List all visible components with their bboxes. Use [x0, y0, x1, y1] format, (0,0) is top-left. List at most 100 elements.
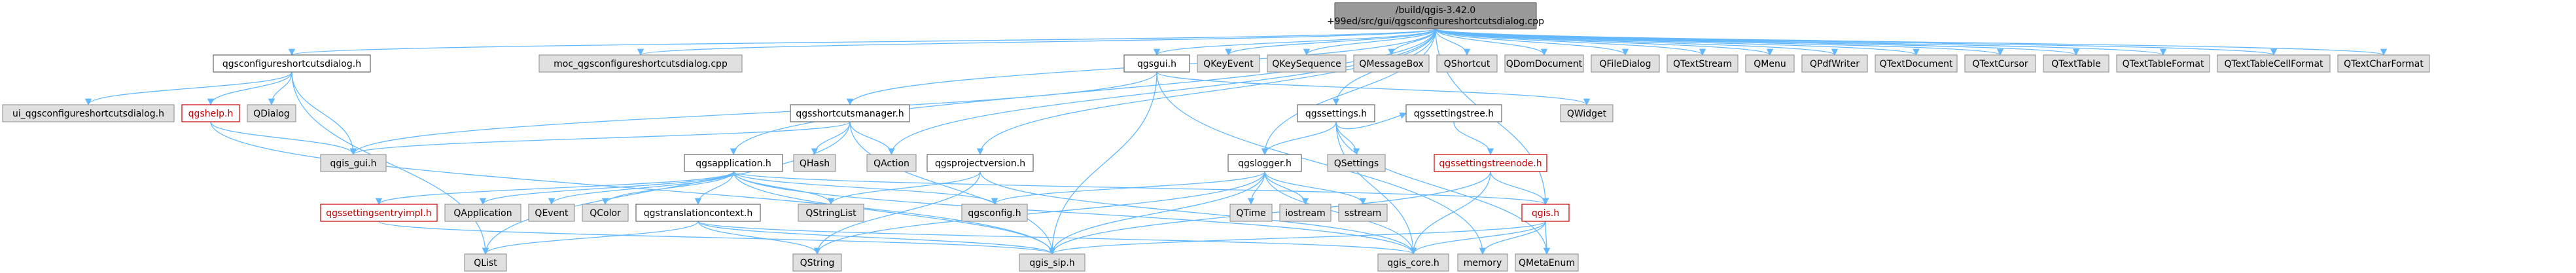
node-qgsshortcutsmanager-h[interactable]: qgsshortcutsmanager.h [790, 104, 910, 122]
node-qgssettingstree-h[interactable]: qgssettingstree.h [1405, 104, 1502, 122]
edge-root-to-qpdfwriter [1435, 28, 1838, 56]
edge-qgslogger-h-to-qgis-sip-h [1048, 171, 1265, 255]
node-label: memory [1464, 258, 1502, 268]
node-qgsgui-h[interactable]: qgsgui.h [1123, 54, 1190, 73]
node-qpdfwriter[interactable]: QPdfWriter [1801, 54, 1868, 73]
node-label: QMessageBox [1359, 59, 1423, 69]
node-label: QAction [873, 158, 909, 169]
node-qgslogger-h[interactable]: qgslogger.h [1227, 154, 1302, 172]
node-qstringlist[interactable]: QStringList [798, 204, 864, 222]
edge-qgshelp-h-to-qgis-sip-h [210, 121, 1056, 255]
node-qmenu[interactable]: QMenu [1745, 54, 1795, 73]
node-qshortcut[interactable]: QShortcut [1436, 54, 1498, 73]
node-qstring[interactable]: QString [792, 253, 842, 272]
edge-root-to-qfiledialog [1435, 28, 1629, 56]
edge-qgssettings-h-to-qgssettingstree-h [1335, 112, 1407, 130]
node-qlist[interactable]: QList [464, 253, 507, 272]
node-qgsapplication-h[interactable]: qgsapplication.h [684, 154, 783, 172]
edge-qgsapplication-h-to-qgstranslationcontext-h [694, 171, 734, 206]
node-qfiledialog[interactable]: QFileDialog [1591, 54, 1660, 73]
node-label: qgssettingsentryimpl.h [326, 208, 432, 219]
edge-qgslogger-h-to-sstream [1264, 171, 1367, 206]
node-qsettings[interactable]: QSettings [1327, 154, 1386, 172]
node-qgis-sip-h[interactable]: qgis_sip.h [1019, 253, 1085, 272]
node-qgshelp-h[interactable]: qgshelp.h [181, 104, 240, 122]
node-ui-qgsconfigureshortcutsdialog-h[interactable]: ui_qgsconfigureshortcutsdialog.h [2, 104, 175, 122]
edge-root-to-qkeyevent [1225, 28, 1436, 56]
edge-qgssettingstree-h-to-qgssettingstreenode-h [1453, 121, 1494, 156]
node-qapplication[interactable]: QApplication [444, 204, 521, 222]
node-qtextstream[interactable]: QTextStream [1667, 54, 1738, 73]
node-qgssettings-h[interactable]: qgssettings.h [1297, 104, 1375, 122]
node-iostream[interactable]: iostream [1279, 204, 1332, 222]
node-qgsprojectversion-h[interactable]: qgsprojectversion.h [926, 154, 1034, 172]
node-memory[interactable]: memory [1457, 253, 1508, 272]
edge-qgsapplication-h-to-qevent [548, 171, 734, 206]
node-qgis-core-h[interactable]: qgis_core.h [1377, 253, 1449, 272]
node-label: QList [474, 258, 497, 268]
node-sstream[interactable]: sstream [1338, 204, 1388, 222]
node-qgis-gui-h[interactable]: qgis_gui.h [320, 154, 387, 172]
node-qgssettingsentryimpl-h[interactable]: qgssettingsentryimpl.h [320, 204, 438, 222]
node-label: qgstranslationcontext.h [644, 208, 752, 219]
node-qmessagebox[interactable]: QMessageBox [1353, 54, 1430, 73]
node-qtexttablecellformat[interactable]: QTextTableCellFormat [2217, 54, 2331, 73]
node-qgsconfig-h[interactable]: qgsconfig.h [961, 204, 1028, 222]
node-qmetaenum[interactable]: QMetaEnum [1515, 253, 1579, 272]
node-qcolor[interactable]: QColor [582, 204, 629, 222]
node-qtextcursor[interactable]: QTextCursor [1964, 54, 2036, 73]
node-qwidget[interactable]: QWidget [1560, 104, 1614, 122]
node-qgsconfigureshortcutsdialog-h[interactable]: qgsconfigureshortcutsdialog.h [213, 54, 371, 73]
node-label: QTextTableCellFormat [2224, 59, 2323, 69]
node-qhash[interactable]: QHash [793, 154, 836, 172]
node-label: QTextCursor [1972, 59, 2028, 69]
node-qtexttable[interactable]: QTextTable [2043, 54, 2109, 73]
node-qtextcharformat[interactable]: QTextCharFormat [2337, 54, 2430, 73]
node-label: QMetaEnum [1519, 258, 1575, 268]
node-label: QStringList [805, 208, 856, 219]
node-qkeyevent[interactable]: QKeyEvent [1197, 54, 1260, 73]
edge-qgsshortcutsmanager-h-to-qaction [849, 121, 895, 156]
node-qdomdocument[interactable]: QDomDocument [1504, 54, 1584, 73]
node-label: moc_qgsconfigureshortcutsdialog.cpp [554, 59, 728, 69]
node-label: qgis_gui.h [330, 158, 377, 169]
node-qevent[interactable]: QEvent [528, 204, 575, 222]
node-qkeysequence[interactable]: QKeySequence [1267, 54, 1347, 73]
node-label: qgshelp.h [188, 109, 234, 119]
root-node-path-line-2: +99ed/src/gui/qgsconfigureshortcutsdialo… [1327, 16, 1544, 27]
dependency-nodes: /build/qgis-3.42.0 +99ed/src/gui/qgsconf… [2, 2, 2430, 272]
node-qtime[interactable]: QTime [1229, 204, 1273, 222]
edge-qgstranslationcontext-h-to-qstring [697, 221, 821, 255]
node-qaction[interactable]: QAction [866, 154, 917, 172]
node-label: qgsapplication.h [696, 158, 771, 169]
node-qdialog[interactable]: QDialog [247, 104, 296, 122]
edge-qgsgui-h-to-qwidget [1156, 71, 1590, 106]
root-node-qgsconfigureshortcutsdialog-cpp[interactable]: /build/qgis-3.42.0 +99ed/src/gui/qgsconf… [1327, 2, 1544, 29]
node-qtexttableformat[interactable]: QTextTableFormat [2116, 54, 2210, 73]
node-label: QTextTableFormat [2123, 59, 2204, 69]
node-qgis-h[interactable]: qgis.h [1521, 204, 1570, 222]
node-moc-qgsconfigureshortcutsdialog-cpp[interactable]: moc_qgsconfigureshortcutsdialog.cpp [538, 54, 743, 73]
node-label: qgsconfig.h [968, 208, 1021, 219]
node-label: QMenu [1754, 59, 1786, 69]
edge-qgis-h-to-qmetaenum [1543, 221, 1551, 255]
node-label: QString [800, 258, 835, 268]
node-label: QWidget [1567, 109, 1607, 119]
node-label: QTime [1236, 208, 1265, 219]
edge-qgsprojectversion-h-to-qstring [813, 171, 981, 255]
edge-qgshelp-h-to-qgis-gui-h [210, 121, 357, 156]
node-qgssettingstreenode-h[interactable]: qgssettingstreenode.h [1434, 154, 1547, 172]
edge-qgstranslationcontext-h-to-qgis-sip-h [697, 221, 1055, 255]
node-label: sstream [1345, 208, 1381, 219]
node-label: QApplication [453, 208, 512, 219]
node-label: qgsgui.h [1137, 59, 1176, 69]
edge-root-to-qaction [888, 28, 1436, 156]
node-label: QShortcut [1444, 59, 1491, 69]
edge-root-to-qtextcharformat [1435, 28, 2387, 56]
edge-qgsgui-h-to-qgis-gui-h [349, 71, 1157, 156]
node-label: QTextCharFormat [2344, 59, 2424, 69]
edge-qgstranslationcontext-h-to-qgis-core-h [697, 221, 1417, 255]
node-qtextdocument[interactable]: QTextDocument [1875, 54, 1958, 73]
node-qgstranslationcontext-h[interactable]: qgstranslationcontext.h [635, 204, 761, 222]
